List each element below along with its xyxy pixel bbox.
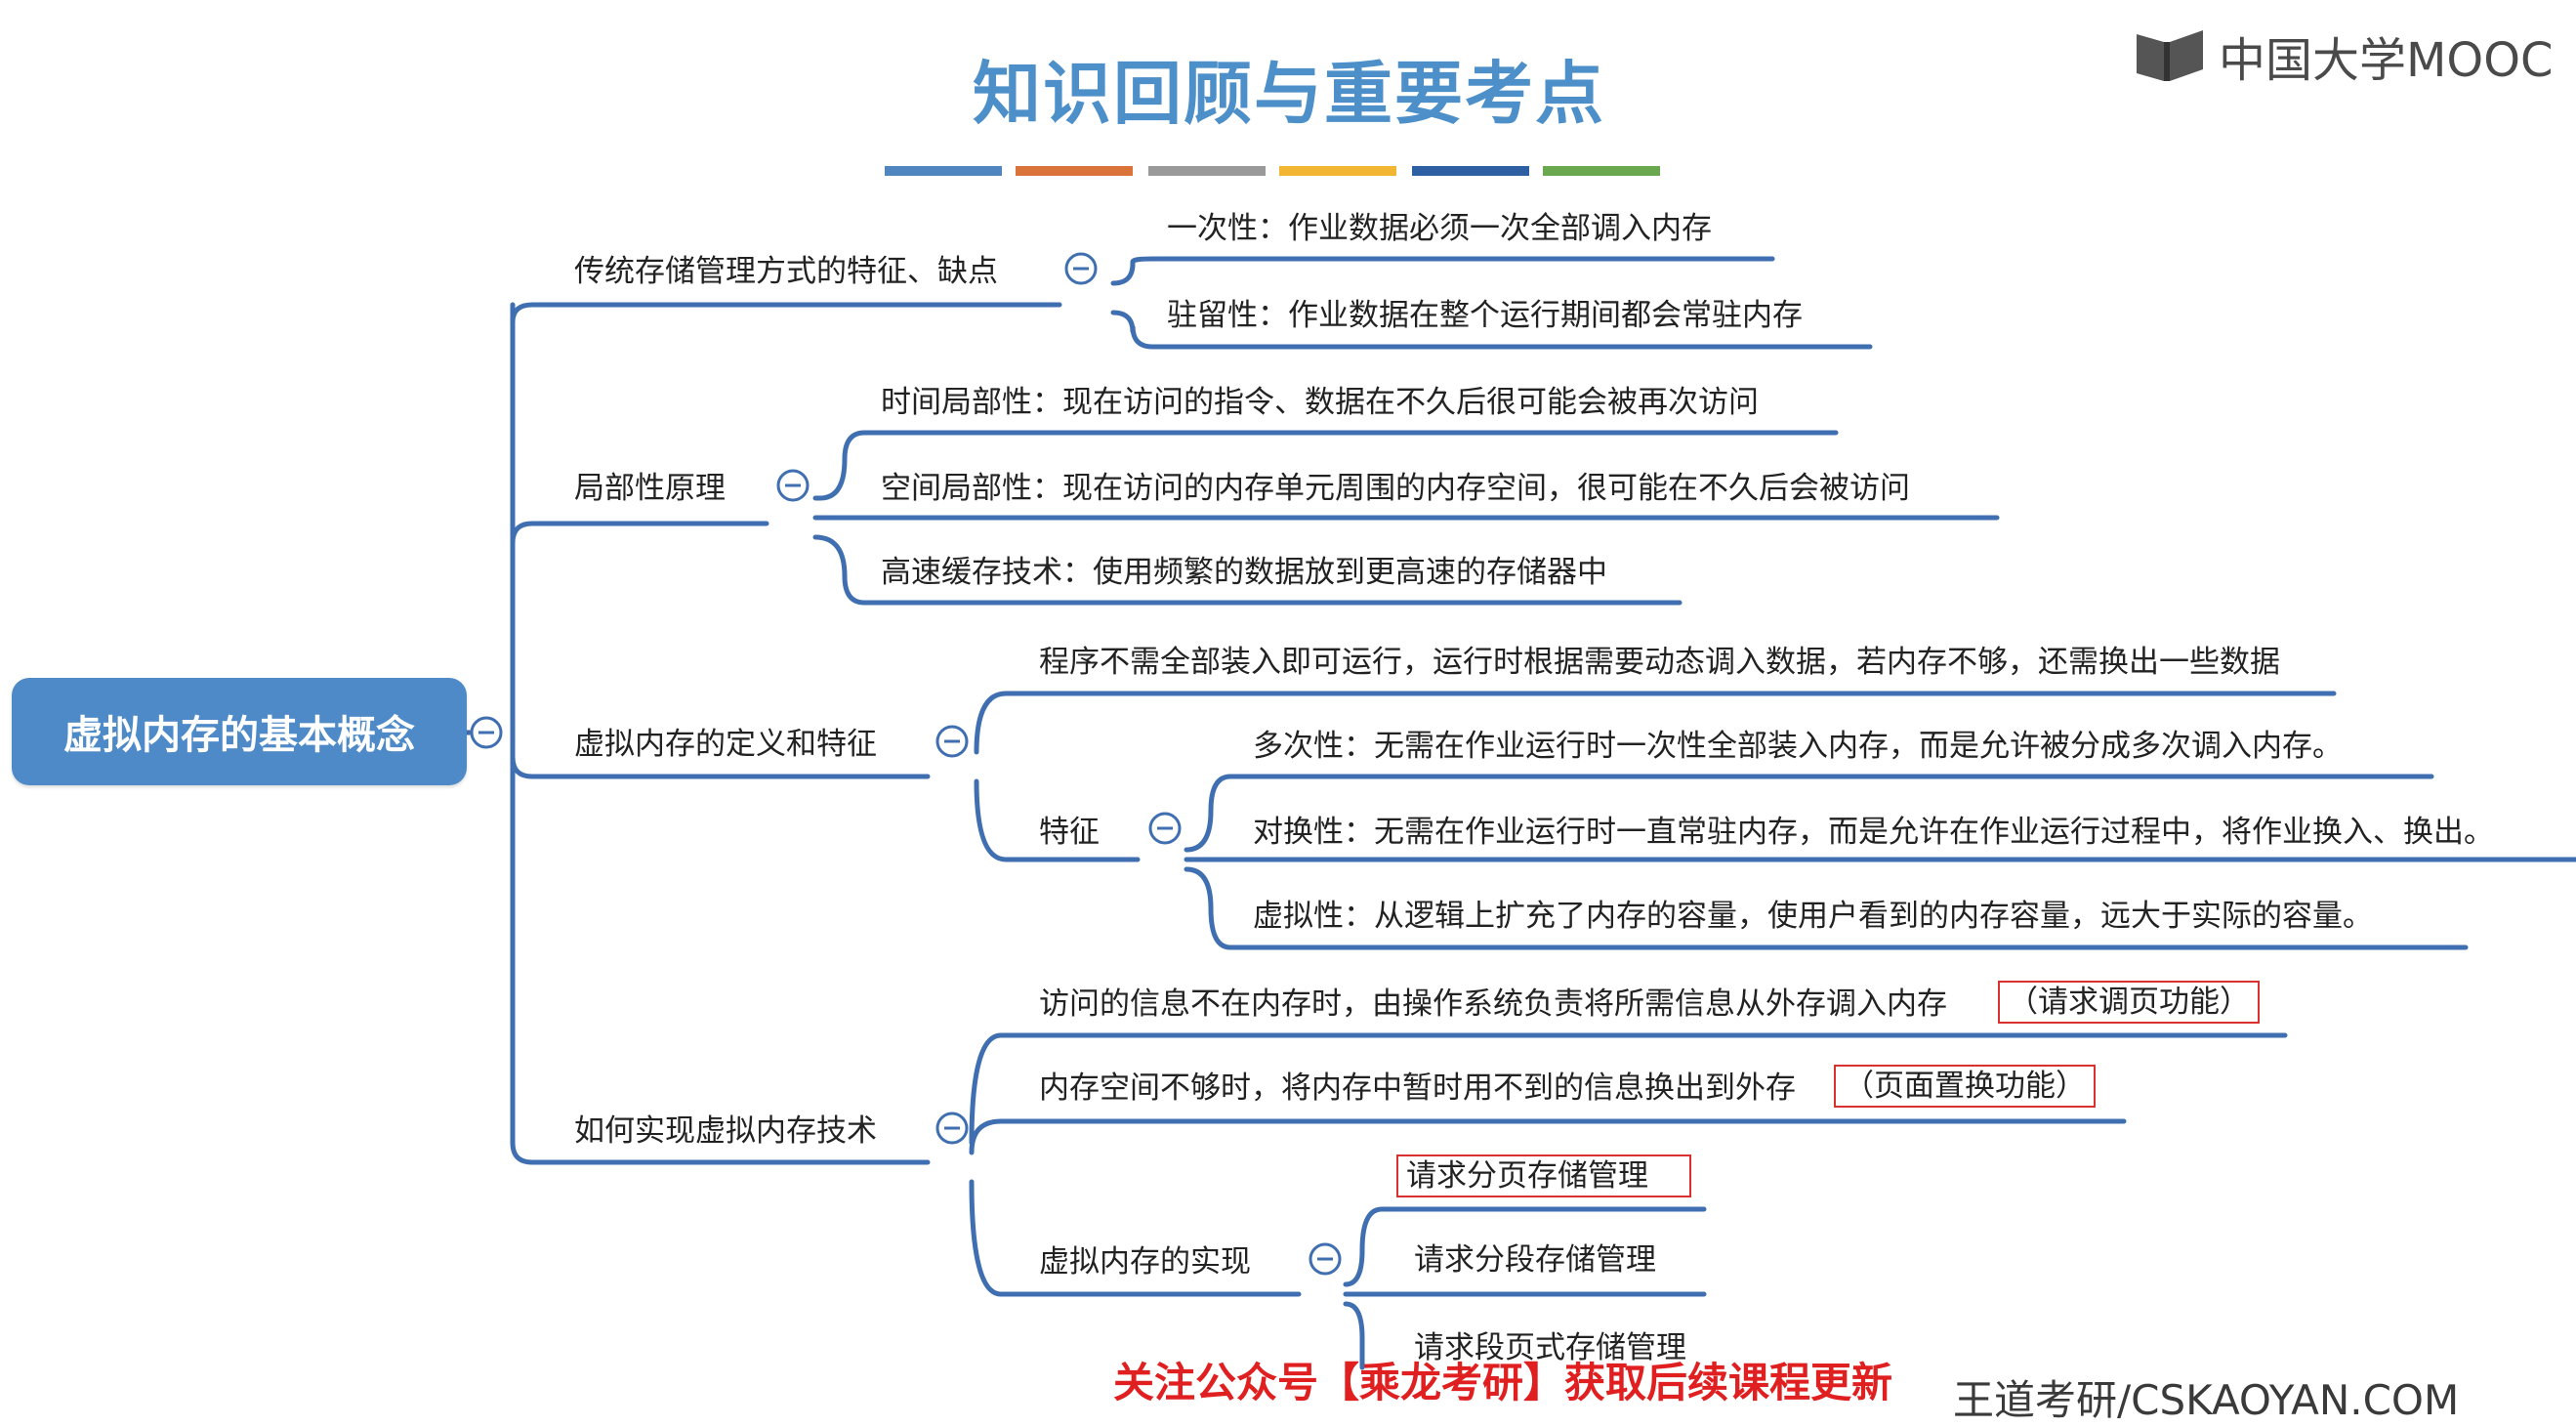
branch-node-impl[interactable]: 虚拟内存的实现: [1039, 1244, 1251, 1280]
page-title: 知识回顾与重要考点: [973, 53, 1605, 134]
leaf-node-b2-1[interactable]: 时间局部性：现在访问的指令、数据在不久后很可能会被再次访问: [881, 385, 1759, 420]
leaf-underline-b2-1: [812, 430, 1839, 501]
branch-node-b2[interactable]: 局部性原理: [574, 471, 726, 506]
leaf-underline-b4-2: [969, 1118, 2127, 1155]
highlight-request-paging: （请求调页功能）: [1998, 981, 2260, 1024]
branch-curve-b3: [510, 754, 535, 779]
leaf-node-b2-3[interactable]: 高速缓存技术：使用频繁的数据放到更高速的存储器中: [881, 555, 1607, 590]
leaf-underline-impl-3: [1343, 1301, 1365, 1370]
root-trunk: [510, 302, 535, 1165]
leaf-underline-f1: [1184, 774, 2434, 853]
leaf-underline-b1-2: [1110, 310, 1873, 350]
leaf-underline-f3: [1184, 866, 2469, 950]
leaf-underline-b2-3: [812, 534, 1683, 606]
title-stripe: [1279, 166, 1396, 176]
branch-node-b3[interactable]: 虚拟内存的定义和特征: [574, 727, 877, 762]
root-node[interactable]: 虚拟内存的基本概念: [12, 678, 467, 785]
footer-banner: 关注公众号【乘龙考研】获取后续课程更新: [1113, 1359, 1893, 1406]
watermark: 王道考研/CSKAOYAN.COM: [1953, 1376, 2460, 1424]
root-node-label: 虚拟内存的基本概念: [63, 713, 415, 758]
leaf-node-f3[interactable]: 虚拟性：从逻辑上扩充了内存的容量，使用户看到的内存容量，远大于实际的容量。: [1253, 899, 2373, 934]
leaf-underline-b3-def: [974, 691, 2337, 755]
leaf-node-b4-2[interactable]: 内存空间不够时，将内存中暂时用不到的信息换出到外存: [1039, 1070, 1796, 1106]
branch-underline-features: [974, 778, 1141, 862]
leaf-node-b1-2[interactable]: 驻留性：作业数据在整个运行期间都会常驻内存: [1167, 298, 1803, 333]
mooc-book-icon: [2137, 30, 2203, 81]
title-container: 知识回顾与重要考点: [879, 39, 1699, 138]
highlight-page-replacement: （页面置换功能）: [1834, 1065, 2096, 1108]
title-stripe: [1412, 166, 1529, 176]
mooc-logo: 中国大学MOOC: [2135, 21, 2554, 90]
leaf-underline-b1-1: [1110, 256, 1775, 286]
leaf-underline-b4-1: [969, 1032, 2288, 1146]
branch-node-features[interactable]: 特征: [1039, 815, 1100, 850]
collapse-toggles: [470, 252, 1342, 1276]
leaf-node-b2-2[interactable]: 空间局部性：现在访问的内存单元周围的内存空间，很可能在不久后会被访问: [881, 471, 1910, 506]
collapse-b4-icon[interactable]: [935, 1112, 969, 1145]
collapse-root-icon[interactable]: [470, 716, 503, 749]
leaf-node-f2[interactable]: 对换性：无需在作业运行时一直常驻内存，而是允许在作业运行过程中，将作业换入、换出…: [1253, 815, 2494, 850]
leaf-node-f1[interactable]: 多次性：无需在作业运行时一次性全部装入内存，而是允许被分成多次调入内存。: [1253, 729, 2343, 764]
collapse-features-icon[interactable]: [1148, 812, 1182, 845]
collapse-b3-icon[interactable]: [935, 725, 969, 758]
logo-text: 中国大学MOOC: [2219, 33, 2554, 88]
leaf-underline-impl-1: [1343, 1206, 1707, 1287]
branch-node-b1[interactable]: 传统存储管理方式的特征、缺点: [574, 254, 998, 289]
leaf-node-impl-3[interactable]: 请求段页式存储管理: [1414, 1330, 1686, 1365]
title-color-stripes: [885, 166, 1660, 176]
title-stripe: [1543, 166, 1660, 176]
leaf-node-impl-2[interactable]: 请求分段存储管理: [1414, 1242, 1656, 1278]
branch-underline-b2: [510, 521, 769, 546]
leaf-node-b1-1[interactable]: 一次性：作业数据必须一次全部调入内存: [1167, 211, 1712, 246]
connector-lines: [464, 256, 2576, 1370]
title-stripe: [1016, 166, 1133, 176]
title-stripe: [885, 166, 1002, 176]
leaf-node-b3-def[interactable]: 程序不需全部装入即可运行，运行时根据需要动态调入数据，若内存不够，还需换出一些数…: [1039, 645, 2280, 680]
collapse-b1-icon[interactable]: [1064, 252, 1098, 285]
leaf-node-b4-1[interactable]: 访问的信息不在内存时，由操作系统负责将所需信息从外存调入内存: [1039, 986, 1947, 1022]
branch-node-b4[interactable]: 如何实现虚拟内存技术: [574, 1113, 877, 1149]
branch-underline-b1: [510, 302, 1062, 325]
collapse-b2-icon[interactable]: [776, 469, 810, 502]
title-stripe: [1148, 166, 1266, 176]
collapse-impl-icon[interactable]: [1309, 1242, 1342, 1276]
leaf-node-impl-1[interactable]: 请求分页存储管理: [1396, 1154, 1691, 1197]
branch-underline-impl: [969, 1179, 1302, 1297]
